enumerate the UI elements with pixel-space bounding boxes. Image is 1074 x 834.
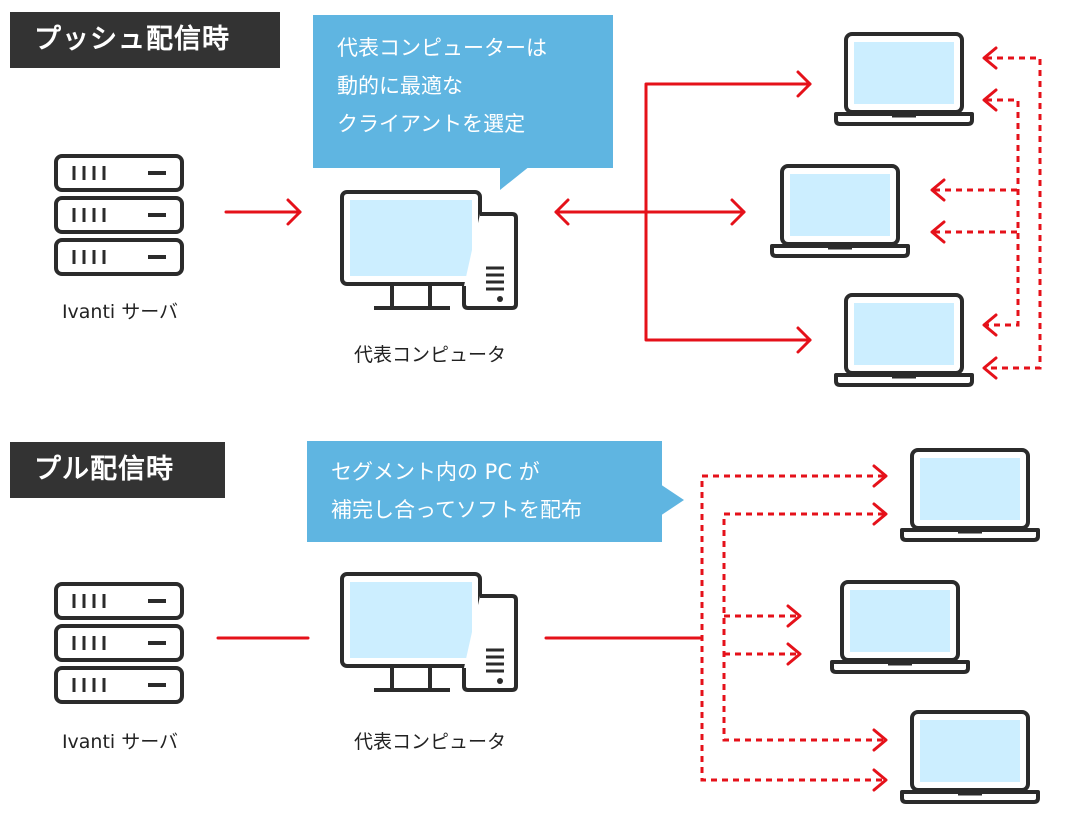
laptop-icon: [900, 710, 1040, 804]
desktop-computer-icon: [340, 572, 518, 692]
pull-peer-arrowheads: [786, 464, 888, 792]
laptop-icon: [834, 32, 974, 126]
push-tag: プッシュ配信時: [10, 12, 280, 68]
push-bubble-line-1: 代表コンピューターは: [337, 36, 547, 60]
server-icon: [54, 582, 184, 704]
push-pc-label: 代表コンピュータ: [353, 344, 506, 366]
pull-pc-label: 代表コンピュータ: [353, 731, 506, 753]
pull-bubble-line-2: 補完し合ってソフトを配布: [331, 498, 582, 522]
pull-tag: プル配信時: [10, 442, 225, 498]
push-bubble-line-3: クライアントを選定: [337, 112, 526, 136]
push-bubble-line-2: 動的に最適な: [337, 74, 463, 98]
push-server-label: Ivanti サーバ: [61, 301, 179, 323]
pull-bubble-line-1: セグメント内の PC が: [331, 460, 540, 484]
pull-server-label: Ivanti サーバ: [61, 731, 179, 753]
pull-bubble-tail: [660, 484, 684, 516]
push-peer-arrowheads: [930, 46, 998, 380]
laptop-icon: [830, 580, 970, 674]
laptop-icon: [770, 164, 910, 258]
server-icon: [54, 154, 184, 276]
push-peer-connectors: [934, 56, 1042, 370]
pull-bubble: セグメント内の PC が 補完し合ってソフトを配布: [307, 441, 662, 542]
laptop-icon: [900, 448, 1040, 542]
desktop-computer-icon: [340, 190, 518, 310]
push-bubble: 代表コンピューターは 動的に最適な クライアントを選定: [313, 15, 613, 168]
pull-peer-connectors: [700, 474, 884, 782]
laptop-icon: [834, 293, 974, 387]
push-bubble-tail: [500, 166, 530, 190]
push-connectors: [224, 70, 812, 354]
